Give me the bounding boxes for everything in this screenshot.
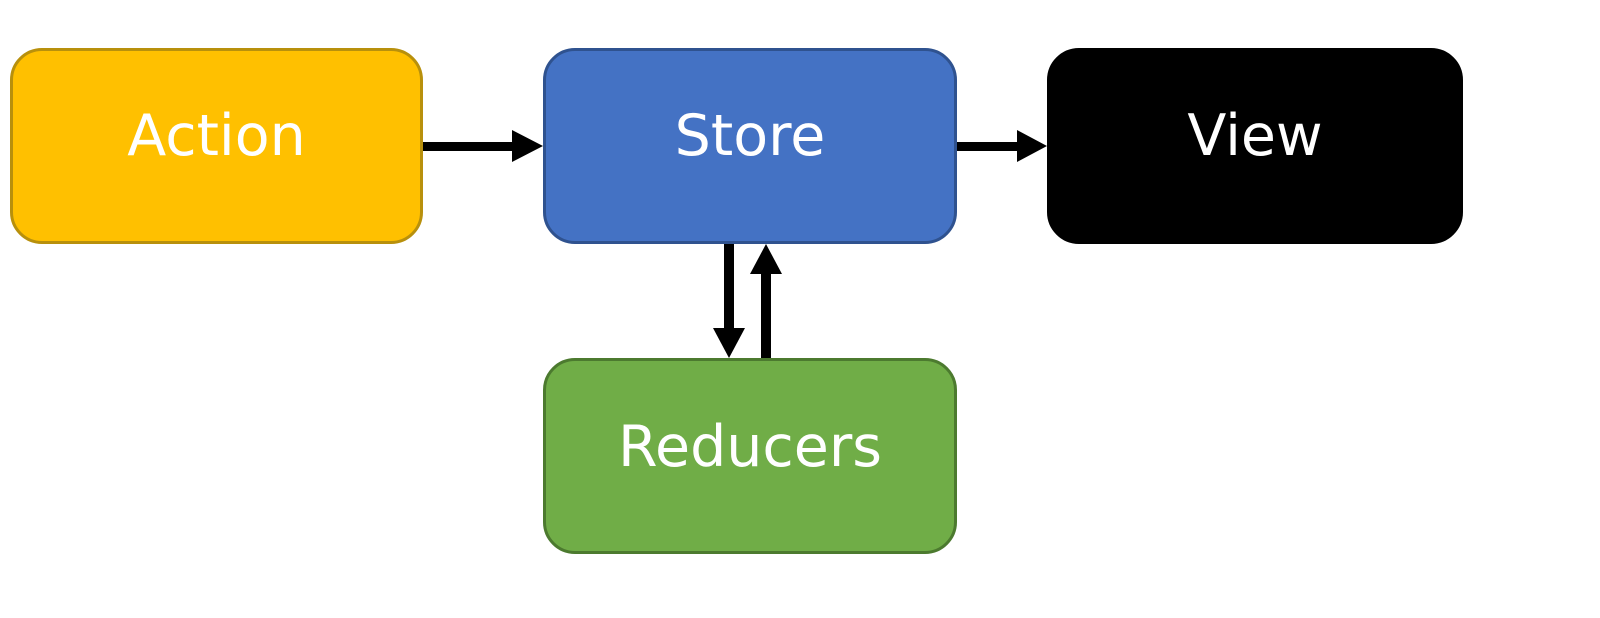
action-node: Action [10,48,423,244]
arrow-reducers-to-store [750,244,782,358]
action-label: Action [127,102,306,169]
view-label: View [1187,102,1323,169]
store-label: Store [674,102,826,169]
reducers-node: Reducers [543,358,957,554]
store-node: Store [543,48,957,244]
view-node: View [1047,48,1463,244]
arrow-store-to-reducers [713,244,745,358]
reducers-label: Reducers [618,413,882,480]
arrow-store-to-view [957,130,1047,162]
arrow-action-to-store [423,130,543,162]
